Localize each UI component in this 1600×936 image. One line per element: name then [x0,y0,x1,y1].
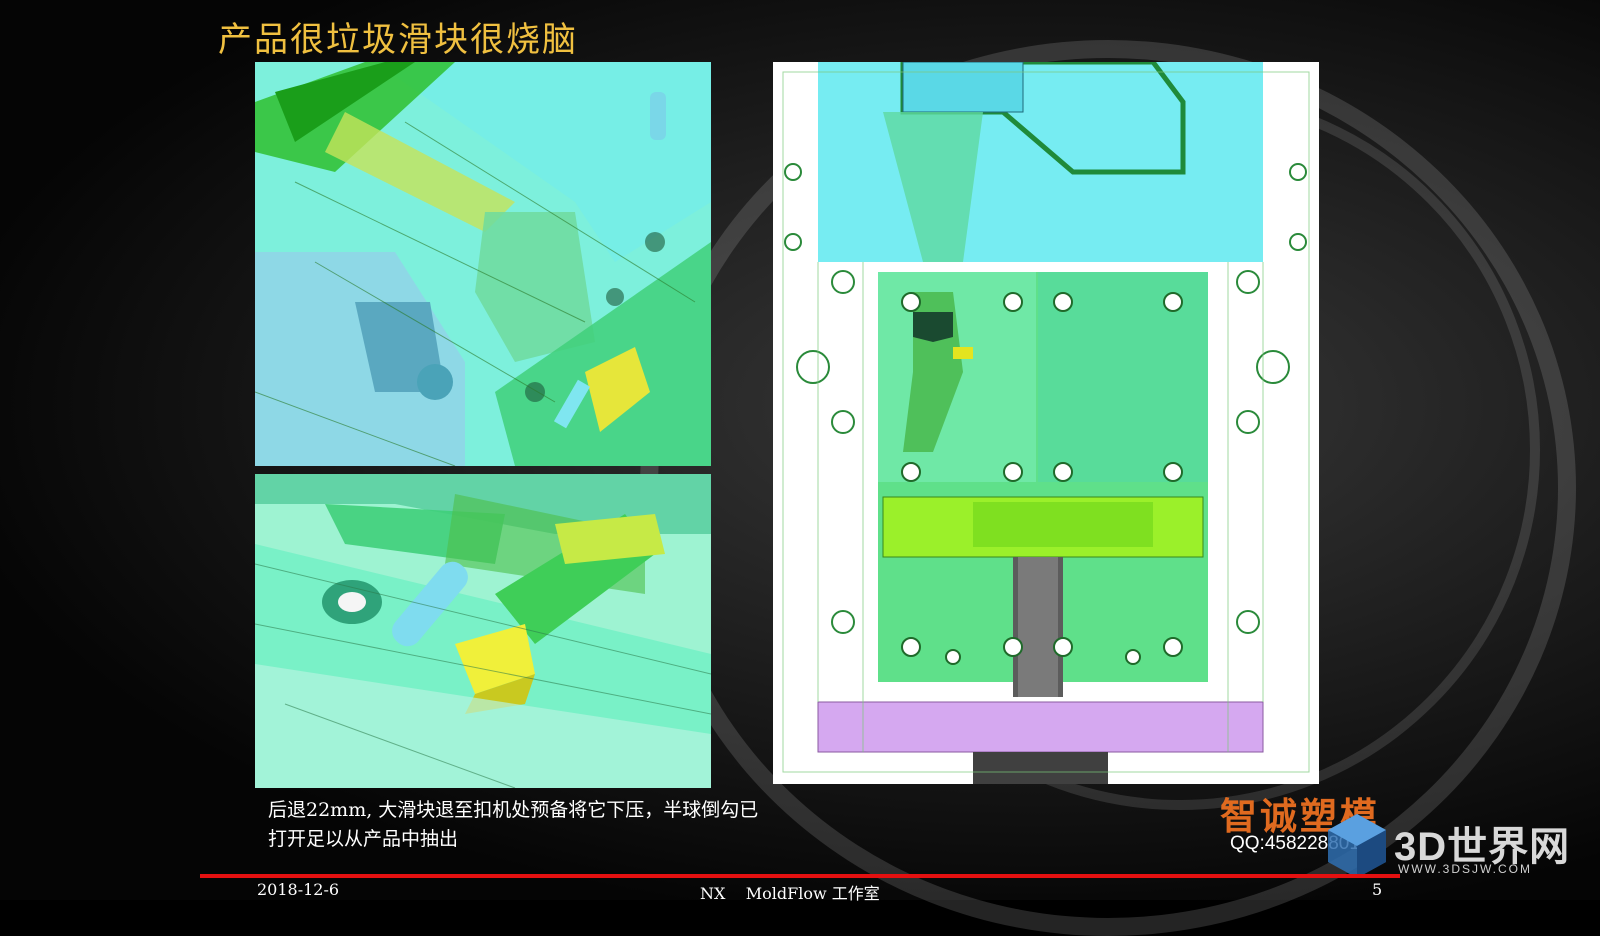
cad-render-3 [773,62,1319,784]
cad-view-closeup [255,474,711,788]
caption-line-2: 打开足以从产品中抽出 [268,828,459,850]
watermark-title: 3D世界网 [1394,825,1571,869]
slide-caption: 后退22mm, 大滑块退至扣机处预备将它下压，半球倒勾已 打开足以从产品中抽出 [268,796,908,854]
cad-render-1 [255,62,711,466]
site-watermark: 3D世界网 WWW.3DSJW.COM [1322,810,1592,882]
slide-title: 产品很垃圾滑块很烧脑 [218,20,578,60]
cube-logo-icon [1328,814,1386,878]
caption-line-1: 后退22mm, 大滑块退至扣机处预备将它下压，半球倒勾已 [268,799,759,821]
footer-date: 2018-12-6 [257,880,340,899]
qq-contact: QQ:458228801 [1230,833,1360,854]
cad-view-slider-3d [255,62,711,466]
footer-title: NX MoldFlow 工作室 [700,884,880,903]
footer-divider [200,874,1400,878]
cad-view-mold-top [773,62,1319,784]
page-number: 5 [1372,880,1383,899]
cad-render-2 [255,474,711,788]
watermark-url: WWW.3DSJW.COM [1398,862,1532,876]
